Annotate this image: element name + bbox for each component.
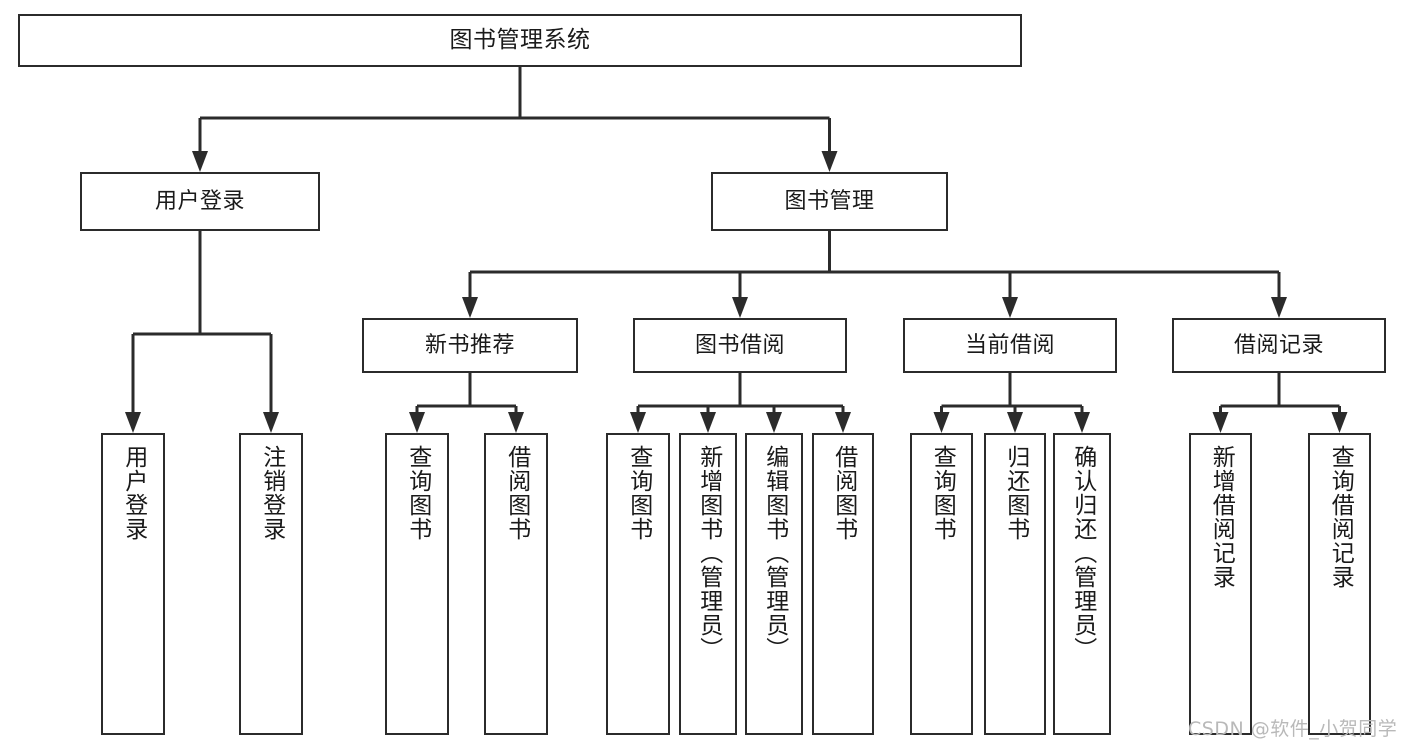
arrowhead <box>462 297 478 318</box>
node-current-borrow[interactable]: 当前借阅 <box>903 318 1117 373</box>
node-user-login[interactable]: 用户登录 <box>80 172 320 231</box>
node-label: 借阅图书 <box>503 445 530 541</box>
arrowhead <box>192 151 208 172</box>
node-new-book-rec[interactable]: 新书推荐 <box>362 318 578 373</box>
node-label: 用户登录 <box>120 445 147 541</box>
arrowhead <box>821 151 838 172</box>
node-borrow-record[interactable]: 借阅记录 <box>1172 318 1386 373</box>
node-label: 查询图书 <box>929 445 956 541</box>
arrowhead <box>409 412 425 433</box>
node-label: 注销登录 <box>258 445 285 541</box>
arrowhead <box>125 412 141 433</box>
csdn-watermark: CSDN @软件_小贺同学 <box>1188 718 1398 740</box>
node-label: 用户登录 <box>154 188 245 214</box>
node-leaf-return-book[interactable]: 归还图书 <box>984 433 1046 735</box>
node-label: 归还图书 <box>1002 445 1029 541</box>
node-label: 借阅记录 <box>1233 332 1324 358</box>
arrowhead <box>835 412 851 433</box>
node-label: 当前借阅 <box>964 332 1055 358</box>
node-label: 新增图书（管理员） <box>695 445 722 661</box>
node-leaf-user-logout[interactable]: 注销登录 <box>239 433 303 735</box>
node-label: 借阅图书 <box>830 445 857 541</box>
node-leaf-query-record[interactable]: 查询借阅记录 <box>1308 433 1371 735</box>
arrowhead <box>1007 412 1023 433</box>
arrowhead <box>1074 412 1090 433</box>
arrowhead <box>263 412 279 433</box>
arrowhead <box>1212 412 1229 433</box>
node-book-manage[interactable]: 图书管理 <box>711 172 948 231</box>
node-label: 图书借阅 <box>694 332 785 358</box>
node-label: 新增借阅记录 <box>1208 445 1235 589</box>
arrowhead <box>933 412 950 433</box>
arrowhead <box>1331 412 1348 433</box>
node-leaf-confirm-return[interactable]: 确认归还（管理员） <box>1053 433 1111 735</box>
arrowhead <box>630 412 646 433</box>
node-leaf-edit-book[interactable]: 编辑图书（管理员） <box>745 433 803 735</box>
node-label: 新书推荐 <box>424 332 515 358</box>
arrowhead <box>1271 297 1287 318</box>
node-label: 确认归还（管理员） <box>1069 445 1096 661</box>
node-leaf-user-login[interactable]: 用户登录 <box>101 433 165 735</box>
node-root[interactable]: 图书管理系统 <box>18 14 1022 67</box>
arrowhead <box>732 297 748 318</box>
node-leaf-borrow-book-2[interactable]: 借阅图书 <box>812 433 874 735</box>
arrowhead <box>508 412 524 433</box>
node-label: 查询图书 <box>404 445 431 541</box>
node-leaf-add-record[interactable]: 新增借阅记录 <box>1189 433 1252 735</box>
node-leaf-add-book[interactable]: 新增图书（管理员） <box>679 433 737 735</box>
node-label: 图书管理 <box>784 188 875 214</box>
node-leaf-query-book-2[interactable]: 查询图书 <box>606 433 670 735</box>
node-leaf-query-book-1[interactable]: 查询图书 <box>385 433 449 735</box>
node-label: 编辑图书（管理员） <box>761 445 788 661</box>
arrowhead <box>1002 297 1018 318</box>
node-leaf-query-book-3[interactable]: 查询图书 <box>910 433 973 735</box>
node-label: 查询借阅记录 <box>1327 445 1354 589</box>
arrowhead <box>766 412 782 433</box>
arrowhead <box>700 412 716 433</box>
node-label: 图书管理系统 <box>449 26 591 53</box>
node-leaf-borrow-book-1[interactable]: 借阅图书 <box>484 433 548 735</box>
node-label: 查询图书 <box>625 445 652 541</box>
node-book-borrow[interactable]: 图书借阅 <box>633 318 847 373</box>
